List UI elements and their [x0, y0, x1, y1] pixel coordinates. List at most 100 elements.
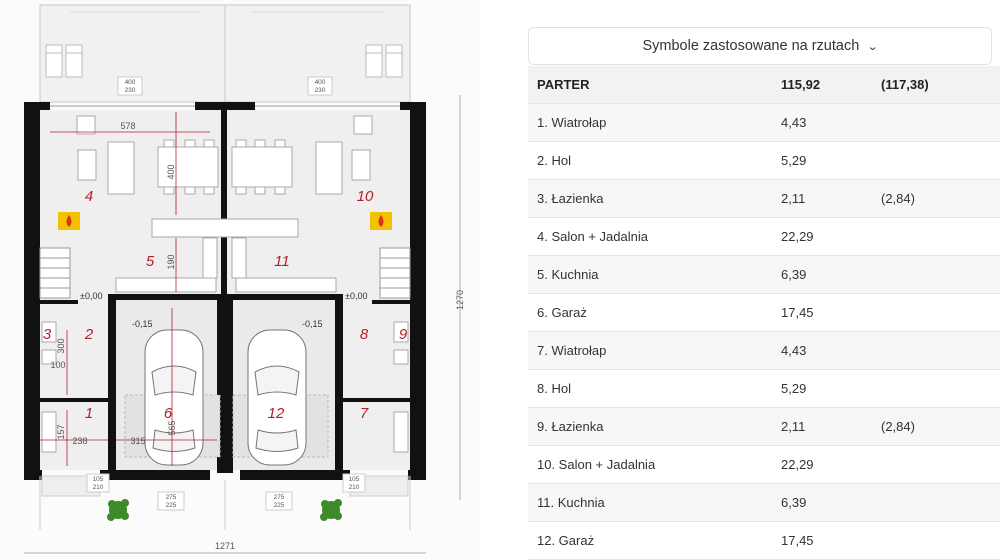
door-right-dim-1: 105 — [349, 476, 360, 483]
room-number-2: 2 — [84, 326, 94, 343]
room-name: 4. Salon + Jadalnia — [537, 229, 648, 244]
top-right-dim-1: 400 — [315, 79, 326, 86]
garage-door-left-dim-1: 275 — [166, 494, 177, 501]
top-left-dim-1: 400 — [125, 79, 136, 86]
door-left-dim-1: 105 — [93, 476, 104, 483]
room-number-12: 12 — [268, 405, 285, 422]
dim-living-width: 578 — [120, 121, 135, 131]
door-left-dim-2: 210 — [93, 484, 104, 491]
room-area: 6,39 — [781, 495, 807, 510]
top-right-dim-2: 230 — [315, 87, 326, 94]
level-right-garage: -0,15 — [302, 319, 323, 329]
room-name: 1. Wiatrołap — [537, 115, 607, 130]
symbols-dropdown-label: Symbole zastosowane na rzutach — [642, 38, 860, 54]
lounge-chairs-right — [365, 44, 403, 78]
header-floor-area: 115,92 — [781, 77, 821, 92]
level-right-zero: ±0,00 — [345, 291, 367, 301]
room-area: 4,43 — [781, 343, 807, 358]
room-number-11: 11 — [274, 253, 290, 270]
top-left-dim-2: 230 — [125, 87, 136, 94]
dim-entry-width: 238 — [72, 436, 87, 446]
room-number-1: 1 — [85, 405, 93, 422]
dim-bath-height: 300 — [56, 338, 66, 353]
table-header-row: PARTER 115,92 (117,38) — [528, 66, 1000, 104]
plant-right-icon — [320, 499, 342, 521]
dim-vertical-total: 1270 — [455, 290, 465, 310]
room-number-5: 5 — [146, 253, 155, 270]
plant-left-icon — [107, 499, 129, 521]
room-area-panel: Symbole zastosowane na rzutach ⌄ PARTER … — [510, 0, 1000, 560]
room-number-7: 7 — [360, 405, 369, 422]
table-row: 10. Salon + Jadalnia 22,29 — [528, 446, 1000, 484]
room-name: 2. Hol — [537, 153, 571, 168]
room-name: 6. Garaż — [537, 305, 587, 320]
room-area-table: PARTER 115,92 (117,38) 1. Wiatrołap 4,43… — [528, 66, 1000, 560]
table-row: 5. Kuchnia 6,39 — [528, 256, 1000, 294]
room-area: 22,29 — [781, 229, 814, 244]
stairs-left — [39, 247, 71, 299]
room-area: 6,39 — [781, 267, 807, 282]
kitchen-island — [151, 218, 299, 238]
header-floor-name: PARTER — [537, 77, 590, 92]
table-row: 11. Kuchnia 6,39 — [528, 484, 1000, 522]
living-furniture-left — [76, 115, 219, 195]
garage-door-right-dim-2: 225 — [274, 502, 285, 509]
room-area: 22,29 — [781, 457, 814, 472]
room-number-4: 4 — [85, 188, 93, 205]
car-right-icon — [247, 329, 307, 466]
table-row: 2. Hol 5,29 — [528, 142, 1000, 180]
dim-entry-height: 157 — [56, 424, 66, 439]
room-area: 4,43 — [781, 115, 807, 130]
room-name: 3. Łazienka — [537, 191, 604, 206]
level-left-garage: -0,15 — [132, 319, 153, 329]
stairs-right — [379, 247, 411, 299]
room-area: 2,11 — [781, 419, 806, 434]
room-name: 7. Wiatrołap — [537, 343, 607, 358]
red-dimension-lines — [40, 112, 217, 466]
door-right-dim-2: 210 — [349, 484, 360, 491]
table-row: 1. Wiatrołap 4,43 — [528, 104, 1000, 142]
table-row: 8. Hol 5,29 — [528, 370, 1000, 408]
bathroom-fixtures — [41, 321, 409, 453]
room-number-3: 3 — [43, 326, 52, 343]
kitchen-counter-left — [115, 277, 217, 293]
floor-plan-image: 400 230 400 230 — [0, 0, 480, 559]
kitchen-counter-right — [235, 277, 337, 293]
table-row: 3. Łazienka 2,11 (2,84) — [528, 180, 1000, 218]
room-number-9: 9 — [399, 326, 408, 343]
room-area: 2,11 — [781, 191, 806, 206]
room-area: 17,45 — [781, 305, 814, 320]
floor-plan-drawing: 400 230 400 230 — [24, 4, 465, 554]
chevron-down-icon: ⌄ — [866, 40, 879, 53]
car-left-icon — [144, 329, 204, 466]
dim-bath-width: 100 — [50, 360, 65, 370]
table-row: 9. Łazienka 2,11 (2,84) — [528, 408, 1000, 446]
room-area: 5,29 — [781, 381, 807, 396]
table-row: 12. Garaż 17,45 — [528, 522, 1000, 560]
level-left-zero: ±0,00 — [80, 291, 102, 301]
lounge-chairs-left — [45, 44, 83, 78]
walls — [24, 102, 426, 480]
garage-door-right-dim-1: 275 — [274, 494, 285, 501]
table-row: 4. Salon + Jadalnia 22,29 — [528, 218, 1000, 256]
room-alt-area: (2,84) — [881, 419, 915, 434]
garage-door-left-dim-2: 225 — [166, 502, 177, 509]
symbols-dropdown-button[interactable]: Symbole zastosowane na rzutach ⌄ — [528, 27, 992, 65]
room-number-8: 8 — [360, 326, 369, 343]
table-row: 6. Garaż 17,45 — [528, 294, 1000, 332]
room-alt-area: (2,84) — [881, 191, 915, 206]
room-name: 10. Salon + Jadalnia — [537, 457, 656, 472]
room-number-10: 10 — [357, 188, 374, 205]
table-row: 7. Wiatrołap 4,43 — [528, 332, 1000, 370]
room-name: 9. Łazienka — [537, 419, 604, 434]
room-name: 11. Kuchnia — [537, 495, 605, 510]
room-name: 5. Kuchnia — [537, 267, 599, 282]
room-name: 8. Hol — [537, 381, 571, 396]
dim-living-depth: 400 — [166, 164, 176, 179]
dim-garage-height: 565 — [167, 420, 177, 435]
dim-bottom-total: 1271 — [215, 541, 235, 551]
room-area: 17,45 — [781, 533, 814, 548]
header-floor-alt-area: (117,38) — [881, 77, 929, 92]
dim-kitchen-depth: 190 — [166, 254, 176, 269]
room-name: 12. Garaż — [537, 533, 595, 548]
